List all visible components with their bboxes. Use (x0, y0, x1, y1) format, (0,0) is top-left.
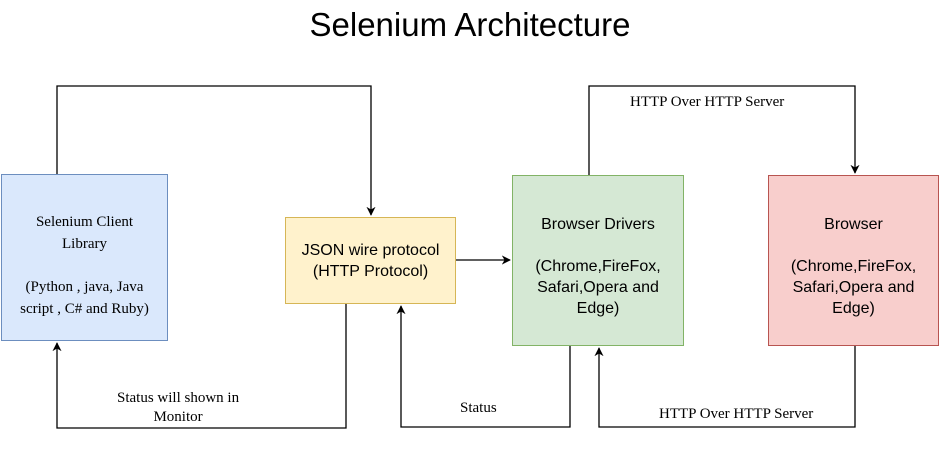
bottom-http-label: HTTP Over HTTP Server (659, 405, 814, 424)
browser-list-3: Edge) (832, 300, 875, 317)
browser-list-1: (Chrome,FireFox, (790, 258, 917, 275)
diagram-title: Selenium Architecture (309, 6, 631, 43)
status-monitor-line-1: Status will shown in (117, 390, 240, 406)
json-wire-protocol-box: JSON wire protocol (HTTP Protocol) (285, 217, 456, 304)
browser-to-drivers-connector (594, 346, 856, 428)
browser-name: Browser (824, 216, 883, 233)
drivers-list-2: Safari,Opera and (537, 279, 659, 296)
selenium-client-library-box: Selenium Client Library (Python , java, … (1, 174, 168, 341)
client-name-2: Library (62, 236, 107, 252)
client-langs-2: script , C# and Ruby) (20, 301, 149, 317)
status-monitor-line-2: Monitor (153, 409, 203, 425)
client-langs-1: (Python , java, Java (25, 279, 144, 295)
drivers-list-3: Edge) (576, 300, 620, 317)
top-http-label: HTTP Over HTTP Server (630, 93, 785, 112)
browser-drivers-box: Browser Drivers (Chrome,FireFox, Safari,… (512, 175, 684, 346)
client-to-json-connector (56, 85, 376, 216)
drivers-list-1: (Chrome,FireFox, (535, 258, 661, 275)
drivers-to-browser-connector (588, 85, 860, 175)
browser-list-2: Safari,Opera and (792, 279, 915, 296)
client-name: Selenium Client (35, 214, 134, 230)
json-to-client-status-connector (52, 304, 347, 429)
drivers-name: Browser Drivers (541, 216, 655, 233)
status-monitor-label: Status will shown in Monitor (117, 389, 239, 427)
browser-box: Browser (Chrome,FireFox, Safari,Opera an… (768, 175, 939, 346)
json-line-1: JSON wire protocol (301, 241, 440, 259)
drivers-to-json-status-connector (396, 305, 571, 428)
status-label: Status (460, 399, 497, 418)
json-line-2: (HTTP Protocol) (312, 262, 429, 280)
